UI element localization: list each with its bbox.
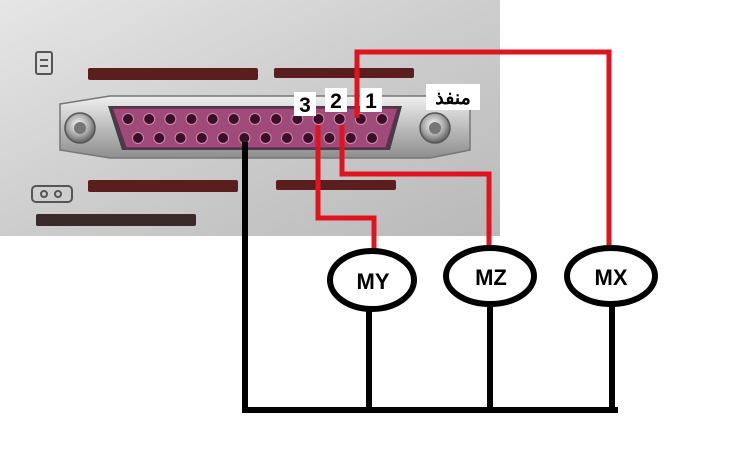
pin-label-2: 2 — [325, 88, 347, 113]
pin-hole — [366, 132, 378, 144]
pin-hole — [132, 132, 144, 144]
pin-hole — [259, 132, 272, 144]
pin-hole — [270, 113, 283, 125]
pin-hole — [164, 113, 177, 125]
pin-hole — [227, 113, 240, 125]
pin-hole — [280, 132, 293, 144]
pin-hole — [206, 113, 219, 125]
pin-holes — [122, 113, 388, 144]
pin-hole — [153, 132, 166, 144]
serial-port-icon — [31, 185, 73, 203]
pin-hole — [333, 113, 346, 125]
ground-wire — [242, 142, 618, 413]
pin-hole — [323, 132, 336, 144]
motor-my: MY — [327, 248, 417, 312]
signal-wires — [315, 49, 612, 250]
svg-text:MZ: MZ — [475, 265, 507, 290]
motor-mz: MZ — [443, 245, 537, 307]
pin-hole — [312, 113, 325, 125]
pin-hole — [143, 113, 156, 125]
svg-text:2: 2 — [330, 90, 342, 113]
svg-text:3: 3 — [299, 94, 311, 117]
svg-text:MY: MY — [357, 269, 390, 294]
pin-hole — [238, 132, 251, 144]
pin-hole — [195, 132, 208, 144]
svg-text:1: 1 — [365, 90, 377, 113]
pin-hole — [249, 113, 261, 125]
motor-mx: MX — [564, 245, 658, 307]
pin-label-3: 3 — [294, 92, 316, 117]
db25-connector — [59, 95, 471, 159]
svg-text:منفذ: منفذ — [435, 88, 471, 109]
wire-pin1-mx — [354, 49, 612, 248]
pin-hole — [302, 132, 315, 144]
svg-text:MX: MX — [595, 265, 628, 290]
printer-icon — [35, 51, 53, 75]
wire-pin3-my — [315, 125, 377, 250]
pin-label-1: 1 — [360, 88, 382, 113]
pin-hole — [344, 132, 357, 144]
pin-hole — [217, 132, 230, 144]
pin-hole — [174, 132, 187, 144]
port-label: منفذ — [426, 84, 480, 110]
pin-hole — [185, 113, 198, 125]
pin-hole — [122, 113, 134, 125]
pin-hole — [376, 113, 388, 125]
wire-pin2-mz — [339, 125, 492, 250]
